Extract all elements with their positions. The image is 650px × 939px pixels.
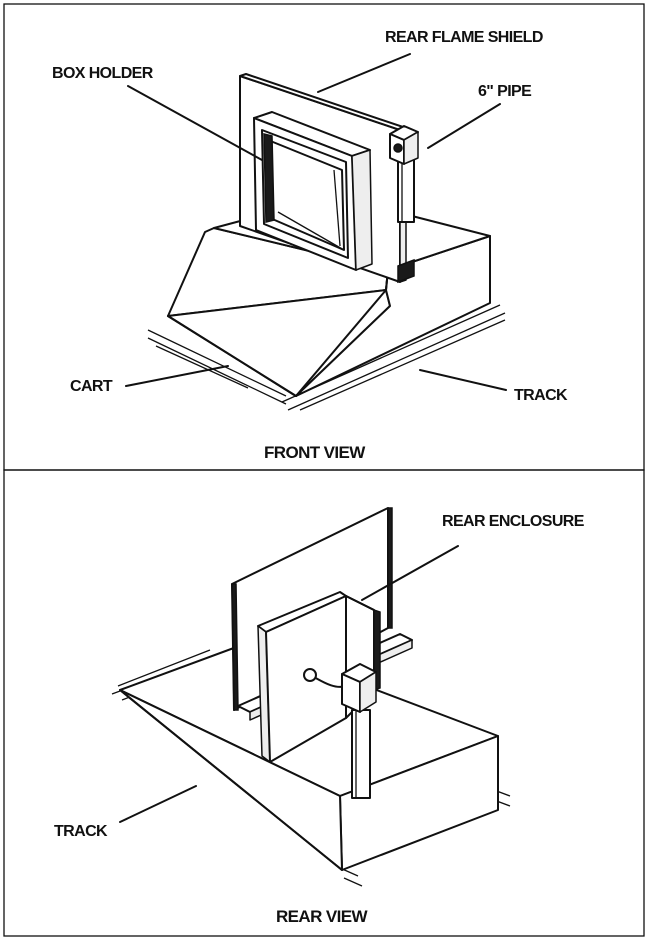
- pipe-connector-icon: [393, 143, 403, 153]
- leader-track: [419, 369, 507, 391]
- label-rear-enclosure: REAR ENCLOSURE: [442, 513, 585, 530]
- rear-leaders: [119, 545, 459, 823]
- leader-rear-flame-shield: [317, 53, 411, 93]
- rear-pipe: [303, 663, 377, 799]
- box-holder: [253, 111, 373, 271]
- leader-pipe: [427, 103, 501, 149]
- label-track-front: TRACK: [514, 387, 568, 404]
- pipe-6in: [389, 125, 419, 223]
- leader-box-holder: [127, 85, 263, 161]
- leader-track-rear: [119, 785, 197, 823]
- caption-front-view: FRONT VIEW: [264, 443, 366, 462]
- label-pipe: 6" PIPE: [478, 83, 532, 100]
- front-leaders: [125, 53, 507, 391]
- caption-rear-view: REAR VIEW: [276, 907, 368, 926]
- rear-connector-icon: [303, 668, 317, 682]
- shield-foot: [397, 258, 415, 284]
- leader-cart: [125, 365, 229, 387]
- label-track-rear: TRACK: [54, 823, 108, 840]
- box-holder-edge: [263, 133, 275, 223]
- label-cart: CART: [70, 378, 113, 395]
- leader-rear-enclosure: [361, 545, 459, 601]
- label-box-holder: BOX HOLDER: [52, 65, 154, 82]
- rear-shield-edge: [231, 583, 239, 711]
- front-view-panel: REAR FLAME SHIELD BOX HOLDER 6" PIPE CAR…: [52, 29, 569, 462]
- label-rear-flame-shield: REAR FLAME SHIELD: [385, 29, 543, 46]
- rear-view-frame: [3, 469, 645, 937]
- rear-view-panel: REAR ENCLOSURE TRACK REAR VIEW: [54, 507, 585, 926]
